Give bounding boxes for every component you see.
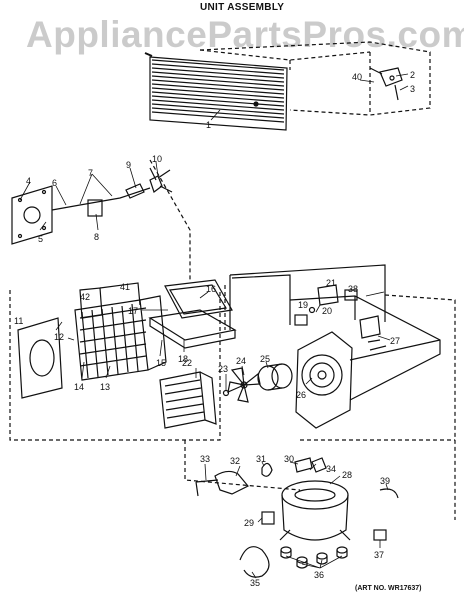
callout-4: 4 bbox=[26, 176, 31, 186]
drain-pan bbox=[148, 279, 237, 349]
callout-27: 27 bbox=[390, 336, 400, 346]
callout-19: 19 bbox=[298, 300, 308, 310]
insulation-frame bbox=[17, 317, 63, 399]
callout-37: 37 bbox=[374, 550, 384, 560]
front-grille-panel bbox=[149, 56, 288, 131]
callout-25: 25 bbox=[260, 354, 270, 364]
fan-motor bbox=[257, 363, 293, 391]
callout-12: 12 bbox=[54, 332, 64, 342]
callout-9: 9 bbox=[126, 160, 131, 170]
condenser-shroud bbox=[295, 331, 353, 429]
callout-1: 1 bbox=[206, 120, 211, 130]
callout-20: 20 bbox=[322, 306, 332, 316]
callout-10: 10 bbox=[152, 154, 162, 164]
callout-15: 15 bbox=[156, 358, 166, 368]
art-number: (ART NO. WR17637) bbox=[355, 585, 422, 592]
callout-26: 26 bbox=[296, 390, 306, 400]
fan-blade bbox=[227, 367, 261, 403]
cabinet-top-outline bbox=[199, 41, 431, 116]
relay-box bbox=[294, 314, 308, 326]
bracket-plate bbox=[11, 185, 53, 245]
callout-11: 11 bbox=[14, 316, 23, 326]
evaporator-coil bbox=[74, 295, 167, 381]
spring-clip bbox=[239, 546, 270, 578]
callout-3: 3 bbox=[410, 84, 415, 94]
callout-32: 32 bbox=[230, 456, 240, 466]
callout-6: 6 bbox=[52, 178, 57, 188]
callout-13: 13 bbox=[100, 382, 110, 392]
callout-18: 18 bbox=[178, 354, 188, 364]
callout-30: 30 bbox=[284, 454, 294, 464]
callout-31: 31 bbox=[256, 454, 266, 464]
callout-35: 35 bbox=[250, 578, 260, 588]
chassis-base bbox=[229, 264, 441, 401]
callout-16: 16 bbox=[206, 284, 216, 294]
callout-29: 29 bbox=[244, 518, 254, 528]
control-switch bbox=[369, 67, 403, 101]
diagram-title: UNIT ASSEMBLY bbox=[200, 2, 285, 13]
callout-8: 8 bbox=[94, 232, 99, 242]
filter-panel bbox=[79, 287, 103, 319]
shaft-rod bbox=[51, 187, 151, 211]
callout-36: 36 bbox=[314, 570, 324, 580]
callout-2: 2 bbox=[410, 70, 415, 80]
thermostat bbox=[317, 284, 339, 306]
capacitor bbox=[261, 511, 275, 525]
callout-41: 41 bbox=[120, 282, 130, 292]
washer bbox=[222, 389, 230, 397]
callout-24: 24 bbox=[236, 356, 246, 366]
callout-22: 22 bbox=[182, 358, 192, 368]
callout-39: 39 bbox=[380, 476, 390, 486]
callout-labels: 1 2 3 4 5 6 7 8 9 10 11 12 13 14 15 16 1… bbox=[14, 70, 415, 588]
callout-34: 34 bbox=[326, 464, 336, 474]
callout-23: 23 bbox=[218, 364, 228, 374]
callout-40: 40 bbox=[352, 72, 362, 82]
callout-17: 17 bbox=[128, 306, 138, 316]
callout-21: 21 bbox=[326, 278, 336, 288]
callout-14: 14 bbox=[74, 382, 84, 392]
callout-7: 7 bbox=[88, 168, 93, 178]
blower-housing bbox=[159, 371, 217, 429]
overload-protector bbox=[214, 470, 249, 495]
callout-28: 28 bbox=[342, 470, 352, 480]
callout-42: 42 bbox=[80, 292, 90, 302]
callout-33: 33 bbox=[200, 454, 210, 464]
callout-5: 5 bbox=[38, 234, 43, 244]
motor-clamp bbox=[87, 199, 103, 217]
callout-38: 38 bbox=[348, 284, 358, 294]
compressor bbox=[279, 480, 351, 541]
